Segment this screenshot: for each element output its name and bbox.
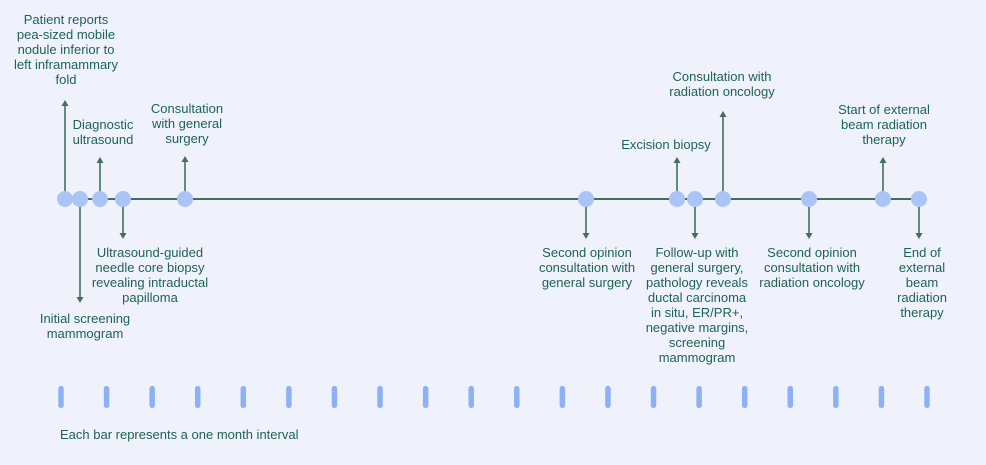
arrow-down-icon bbox=[805, 233, 813, 239]
month-bar bbox=[149, 386, 155, 408]
arrow-down-icon bbox=[76, 297, 84, 303]
event-label: Excision biopsy bbox=[621, 137, 711, 152]
arrow-up-icon bbox=[61, 100, 69, 106]
event-label: Ultrasound-guided needle core biopsy rev… bbox=[91, 245, 209, 305]
month-bar bbox=[787, 386, 794, 408]
month-bar bbox=[240, 386, 247, 408]
event-dot bbox=[875, 191, 891, 207]
month-scale-caption: Each bar represents a one month interval bbox=[60, 427, 299, 442]
event-dot bbox=[177, 191, 193, 207]
month-bar bbox=[650, 386, 657, 408]
event-dot bbox=[801, 191, 817, 207]
month-bar bbox=[605, 386, 611, 408]
month-bar bbox=[286, 386, 292, 408]
event-dot bbox=[578, 191, 594, 207]
event-label: Consultation with general surgery bbox=[150, 101, 224, 146]
event-label: Consultation with radiation oncology bbox=[669, 69, 775, 99]
month-bar bbox=[514, 386, 520, 408]
month-bar bbox=[103, 386, 110, 408]
month-bar bbox=[377, 386, 383, 408]
arrow-up-icon bbox=[719, 111, 727, 117]
month-bar bbox=[741, 386, 748, 408]
arrow-down-icon bbox=[691, 233, 699, 239]
arrow-up-icon bbox=[673, 157, 681, 163]
event-label: Second opinion consultation with general… bbox=[538, 245, 636, 290]
month-bar bbox=[696, 386, 702, 408]
event-dot bbox=[92, 191, 108, 207]
event-dot bbox=[687, 191, 703, 207]
event-dot bbox=[57, 191, 73, 207]
arrow-down-icon bbox=[119, 233, 127, 239]
event-label: End of external beam radiation therapy bbox=[897, 245, 947, 320]
arrow-up-icon bbox=[96, 157, 104, 163]
month-bar bbox=[468, 386, 474, 408]
event-dot bbox=[669, 191, 685, 207]
month-bar bbox=[331, 386, 338, 408]
month-bar bbox=[878, 386, 885, 408]
event-label: Follow-up with general surgery, patholog… bbox=[645, 245, 749, 365]
arrow-down-icon bbox=[582, 233, 590, 239]
event-dot bbox=[715, 191, 731, 207]
event-dot bbox=[911, 191, 927, 207]
arrow-up-icon bbox=[879, 157, 887, 163]
event-label: Initial screening mammogram bbox=[39, 311, 131, 341]
event-label: Second opinion consultation with radiati… bbox=[759, 245, 865, 290]
month-bar bbox=[833, 386, 839, 408]
month-bar bbox=[422, 386, 429, 408]
event-dot bbox=[115, 191, 131, 207]
month-bar bbox=[924, 386, 930, 408]
month-bar bbox=[58, 386, 64, 408]
event-label: Diagnostic ultrasound bbox=[72, 117, 134, 147]
event-label: Start of external beam radiation therapy bbox=[838, 102, 930, 147]
arrow-up-icon bbox=[181, 156, 189, 162]
event-label: Patient reports pea-sized mobile nodule … bbox=[13, 12, 119, 87]
month-bar bbox=[194, 386, 201, 408]
month-bar bbox=[559, 386, 566, 408]
arrow-down-icon bbox=[915, 233, 923, 239]
event-dot bbox=[72, 191, 88, 207]
